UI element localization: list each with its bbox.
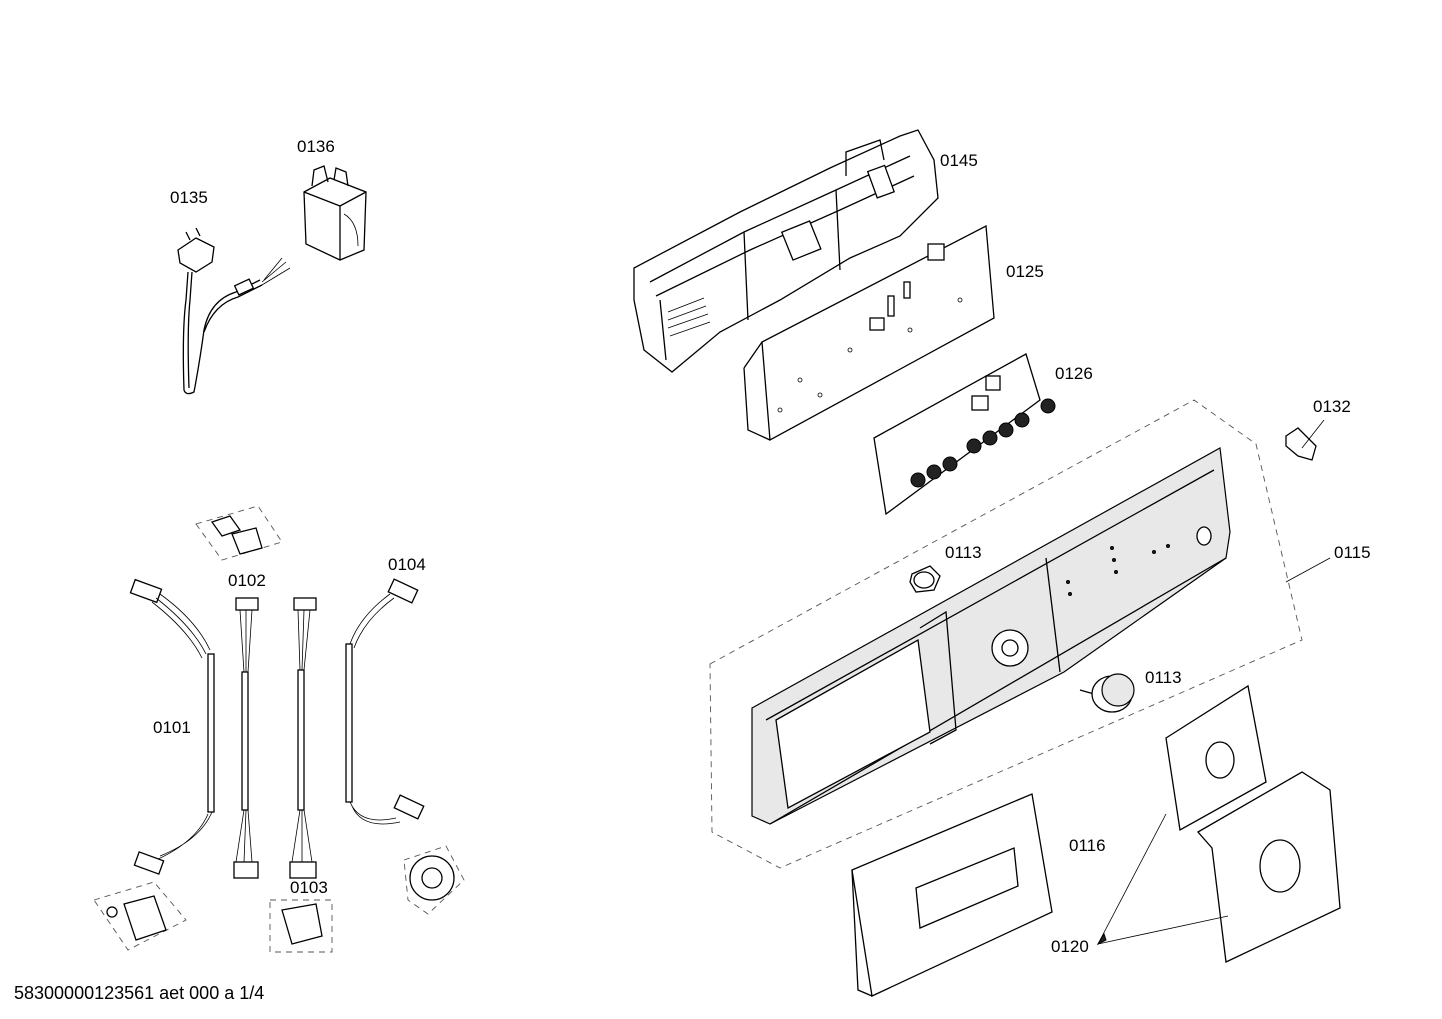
door-lock-assembly (93, 881, 187, 951)
label-0116: 0116 (1069, 836, 1106, 855)
label-0120: 0120 (1051, 937, 1089, 956)
main-pcb-0125 (743, 224, 995, 442)
drawer-cover-0116 (851, 793, 1053, 997)
pressure-sensor (269, 899, 333, 953)
leader-0115 (1285, 557, 1331, 583)
selector-knob-upper-0113 (909, 565, 941, 593)
label-0115: 0115 (1334, 543, 1371, 562)
label-0145: 0145 (940, 151, 978, 170)
label-0113-upper: 0113 (945, 543, 982, 562)
leader-0120 (1097, 813, 1229, 945)
label-0132: 0132 (1313, 397, 1351, 416)
selector-knob-lower-0113 (1079, 673, 1135, 713)
wiring-harness-0102 (233, 597, 259, 879)
label-0101: 0101 (153, 718, 191, 737)
label-0126: 0126 (1055, 364, 1093, 383)
label-0113-lower: 0113 (1145, 668, 1182, 687)
wiring-harness-0101 (129, 578, 215, 875)
document-id: 58300000123561 aet 000 a 1/4 (14, 983, 265, 1003)
small-bracket-0132 (1285, 419, 1325, 461)
label-0136: 0136 (297, 137, 335, 156)
control-panel-0115 (751, 447, 1231, 825)
wiring-harness-0103 (289, 597, 317, 879)
display-pcb-0126 (873, 353, 1056, 516)
decor-panel-0120-b (1196, 771, 1341, 963)
rotary-encoders (910, 398, 1056, 488)
label-0104: 0104 (388, 555, 426, 574)
panel-group-outline (709, 399, 1303, 869)
mains-cable-0135 (177, 227, 291, 395)
program-selector-switch (403, 845, 465, 915)
label-0102: 0102 (228, 571, 266, 590)
control-housing-0145 (633, 129, 939, 373)
suppression-filter-0136 (303, 165, 367, 261)
decor-panel-0120-a (1165, 684, 1267, 832)
wiring-harness-0104 (345, 578, 425, 825)
pressure-switch-hose (195, 505, 283, 561)
label-0125: 0125 (1006, 262, 1044, 281)
label-0135: 0135 (170, 188, 208, 207)
label-0103: 0103 (290, 878, 328, 897)
